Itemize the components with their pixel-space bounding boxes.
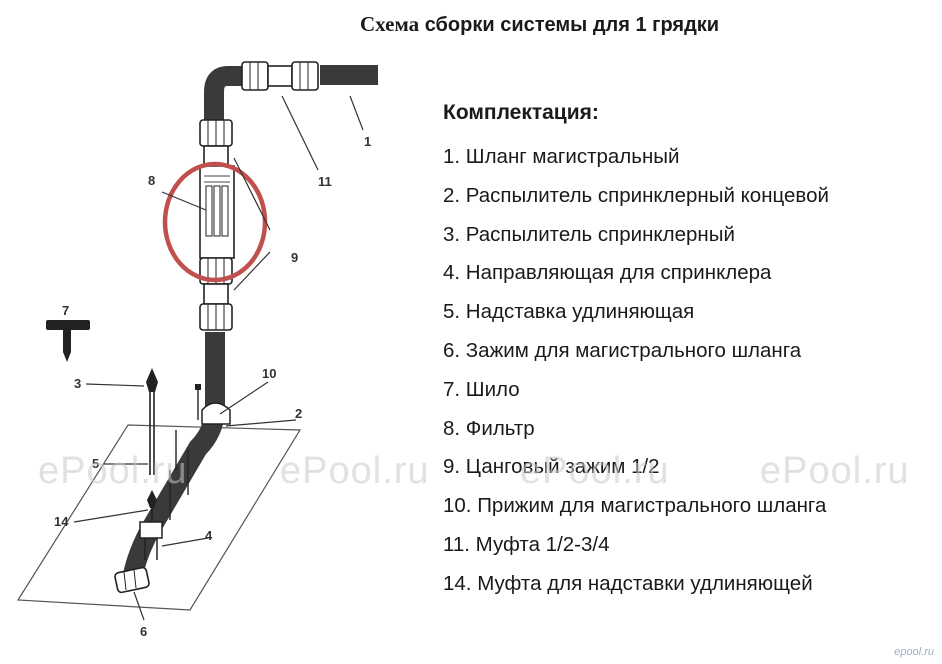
callout-3: 3 (74, 376, 81, 391)
filter-8 (199, 165, 235, 259)
sprinkler-guide-4 (139, 521, 163, 560)
callout-8: 8 (148, 173, 155, 188)
sprinklers (146, 368, 201, 522)
watermark-mid: ePool.ru (520, 450, 670, 492)
awl-7 (46, 320, 90, 362)
kit-heading: Комплектация: (443, 101, 599, 124)
callout-9: 9 (291, 250, 298, 265)
parts-list: 1. Шланг магистральный 2. Распылитель сп… (443, 144, 829, 610)
title-rest: сборки системы для 1 грядки (424, 14, 720, 36)
diagram-title: Схема сборки системы для 1 грядки (360, 12, 719, 37)
watermark-left: ePool.ru (38, 450, 188, 492)
parts-list-item: 7. Шило (443, 377, 520, 401)
corner-watermark: epool.ru (894, 646, 934, 658)
watermark-right: ePool.ru (760, 450, 910, 492)
callout-14: 14 (54, 514, 69, 529)
parts-list-item: 11. Муфта 1/2-3/4 (443, 532, 610, 556)
callout-7: 7 (62, 303, 69, 318)
garden-bed (16, 424, 302, 611)
callout-4: 4 (205, 528, 213, 543)
callout-6: 6 (140, 624, 147, 639)
parts-list-item: 10. Прижим для магистрального шланга (443, 494, 827, 518)
watermark-center: ePool.ru (280, 450, 430, 492)
parts-list-item: 5. Надставка удлиняющая (443, 300, 695, 324)
title-word-schema: Схема (360, 12, 420, 36)
collet-clamp-bottom (199, 257, 233, 331)
coupling-11 (241, 61, 319, 91)
callout-1: 1 (364, 134, 371, 149)
filter-highlight-circle (162, 161, 268, 283)
parts-list-item: 1. Шланг магистральный (443, 145, 680, 168)
parts-list-item: 9. Цанговый зажим 1/2 (443, 455, 660, 479)
parts-list-item: 2. Распылитель спринклерный концевой (443, 183, 829, 207)
collet-clamp-top (199, 119, 233, 167)
callout-10: 10 (262, 366, 276, 381)
parts-list-item: 4. Направляющая для спринклера (443, 261, 772, 285)
parts-list-item: 14. Муфта для надставки удлиняющей (443, 571, 813, 595)
callout-5: 5 (92, 456, 99, 471)
hose-clamp-10 (201, 402, 231, 425)
callout-2: 2 (295, 406, 302, 421)
leader-lines (73, 95, 364, 621)
end-clamp-6 (114, 566, 150, 594)
main-hose-elbow (204, 66, 248, 122)
parts-list-item: 6. Зажим для магистрального шланга (443, 338, 802, 362)
callout-11: 11 (318, 174, 332, 189)
parts-list-item: 3. Распылитель спринклерный (443, 222, 735, 246)
parts-list-item: 8. Фильтр (443, 416, 535, 440)
